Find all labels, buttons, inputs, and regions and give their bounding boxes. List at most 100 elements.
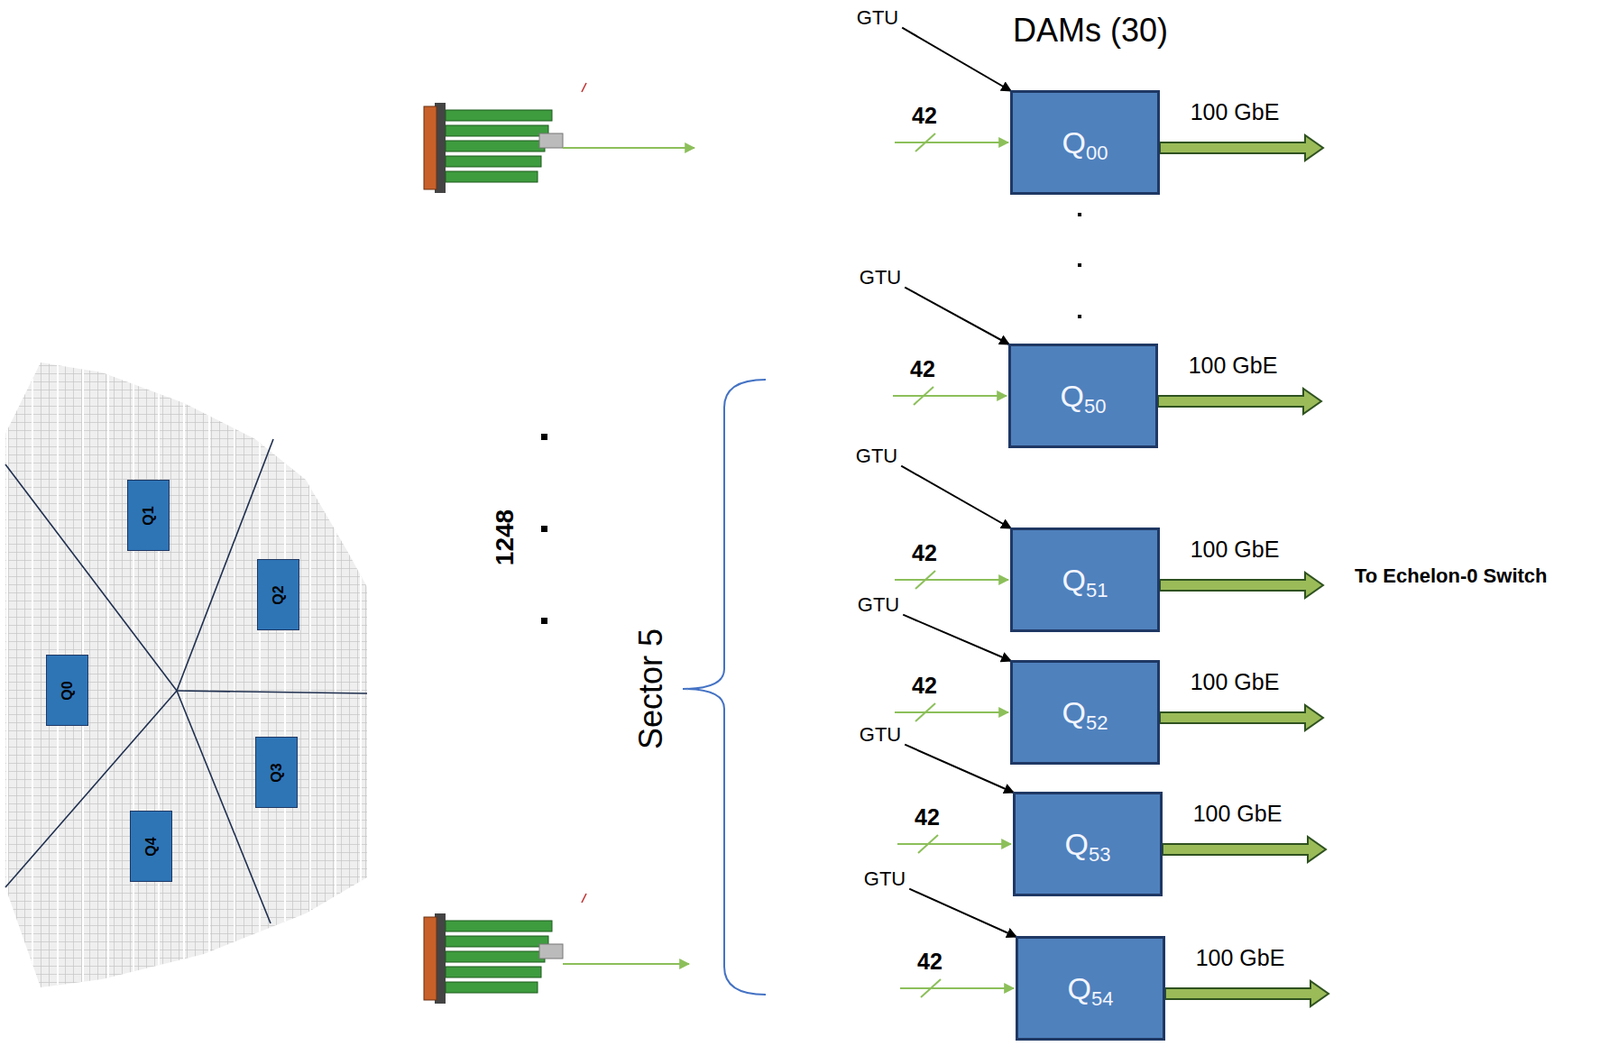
clock-signal-label: GTU <box>859 723 902 746</box>
ellipsis-dot <box>541 433 548 441</box>
dam-name: Q <box>1065 827 1089 863</box>
circuit-card <box>445 140 545 152</box>
column-gap <box>334 342 337 1002</box>
channel-count: 42 <box>914 804 940 831</box>
clock-signal-label: GTU <box>855 444 898 468</box>
clock-arrow <box>909 889 1017 938</box>
column-gap <box>258 342 261 1002</box>
sector-name: Q3 <box>268 763 286 782</box>
circuit-card <box>445 982 538 994</box>
column-gap <box>132 342 135 1002</box>
column-gap <box>31 342 34 1002</box>
column-gap <box>157 342 160 1002</box>
module-columns <box>7 342 361 1002</box>
photosensor-face <box>423 917 437 1001</box>
channel-count: 42 <box>911 672 938 699</box>
link-speed: 100 GbE <box>1193 800 1283 828</box>
circuit-card <box>445 110 552 121</box>
board-link <box>562 963 690 966</box>
clock-signal-label: GTU <box>864 867 906 891</box>
clock-arrow <box>904 744 1014 793</box>
camera-modules <box>5 362 368 988</box>
ethernet-link <box>1159 572 1324 598</box>
sector-name: Q1 <box>140 505 157 525</box>
ellipsis-dot <box>1077 314 1082 319</box>
detector-map <box>5 342 368 1002</box>
dam-index: 00 <box>1085 141 1108 166</box>
dam-name: Q <box>1062 562 1086 598</box>
dam-name: Q <box>1062 125 1086 161</box>
bus-slash <box>915 570 936 589</box>
input-bus <box>892 395 1007 397</box>
sector-name: Q2 <box>270 585 287 605</box>
sector-line <box>5 690 177 888</box>
column-gap <box>107 342 110 1002</box>
clock-signal-label: GTU <box>856 6 899 29</box>
ethernet-link <box>1158 388 1322 414</box>
input-bus <box>897 843 1012 846</box>
circuit-card <box>445 936 549 948</box>
clock-arrow <box>901 27 1012 92</box>
channel-count: 42 <box>910 356 936 383</box>
bus-slash <box>913 386 934 405</box>
cable <box>581 893 587 903</box>
column-gap <box>309 342 312 1002</box>
bus-slash <box>918 835 938 854</box>
circuit-card <box>445 966 542 978</box>
ethernet-link <box>1162 836 1326 863</box>
link-speed: 100 GbE <box>1188 352 1279 379</box>
dam-name: Q <box>1060 378 1085 414</box>
dam-index: 54 <box>1091 987 1113 1012</box>
bus-slash <box>920 979 941 998</box>
clock-arrow <box>901 466 1012 529</box>
ellipsis-dot <box>541 617 548 625</box>
photosensor-face <box>423 106 437 190</box>
input-bus <box>894 711 1009 714</box>
dam-box: Q54 <box>1015 936 1166 1041</box>
ethernet-link <box>1159 705 1324 731</box>
clock-arrow <box>902 615 1012 662</box>
module-count: 1248 <box>490 509 520 566</box>
dam-box: Q52 <box>1010 660 1160 765</box>
connector <box>539 944 563 959</box>
ethernet-link <box>1159 135 1324 161</box>
column-gap <box>208 342 211 1002</box>
sector-box: Q1 <box>127 479 170 552</box>
channel-count: 42 <box>917 948 943 975</box>
input-bus <box>894 579 1009 581</box>
dam-box: Q50 <box>1008 343 1159 449</box>
sector-name: Q0 <box>59 680 76 700</box>
sector-label: Sector 5 <box>632 628 670 750</box>
clock-signal-label: GTU <box>857 593 900 617</box>
readout-board <box>423 893 587 1004</box>
dam-box: Q53 <box>1012 791 1163 897</box>
ethernet-link <box>1165 981 1329 1007</box>
ellipsis-dot <box>1077 212 1082 217</box>
ellipsis-dot <box>1077 263 1082 267</box>
bus-slash <box>915 703 936 722</box>
link-speed: 100 GbE <box>1190 99 1280 126</box>
circuit-card <box>445 125 549 137</box>
sector-box: Q3 <box>255 736 298 809</box>
sector-box: Q4 <box>129 810 173 883</box>
link-speed: 100 GbE <box>1195 945 1286 972</box>
channel-count: 42 <box>911 102 938 129</box>
dam-box: Q51 <box>1010 527 1160 633</box>
sector-box: Q0 <box>45 654 89 727</box>
curly-brace <box>682 379 766 995</box>
clock-arrow <box>904 287 1010 345</box>
circuit-card <box>445 920 552 932</box>
dam-index: 53 <box>1088 843 1111 867</box>
board-link <box>562 147 695 149</box>
column-gap <box>359 342 362 1002</box>
column-gap <box>6 342 9 1002</box>
circuit-card <box>445 156 542 167</box>
dam-name: Q <box>1067 971 1092 1007</box>
input-bus <box>894 141 1009 144</box>
dam-box: Q00 <box>1010 90 1160 195</box>
destination-note: To Echelon-0 Switch <box>1354 564 1548 588</box>
heading: DAMs (30) <box>1012 11 1168 49</box>
clock-signal-label: GTU <box>859 266 902 289</box>
